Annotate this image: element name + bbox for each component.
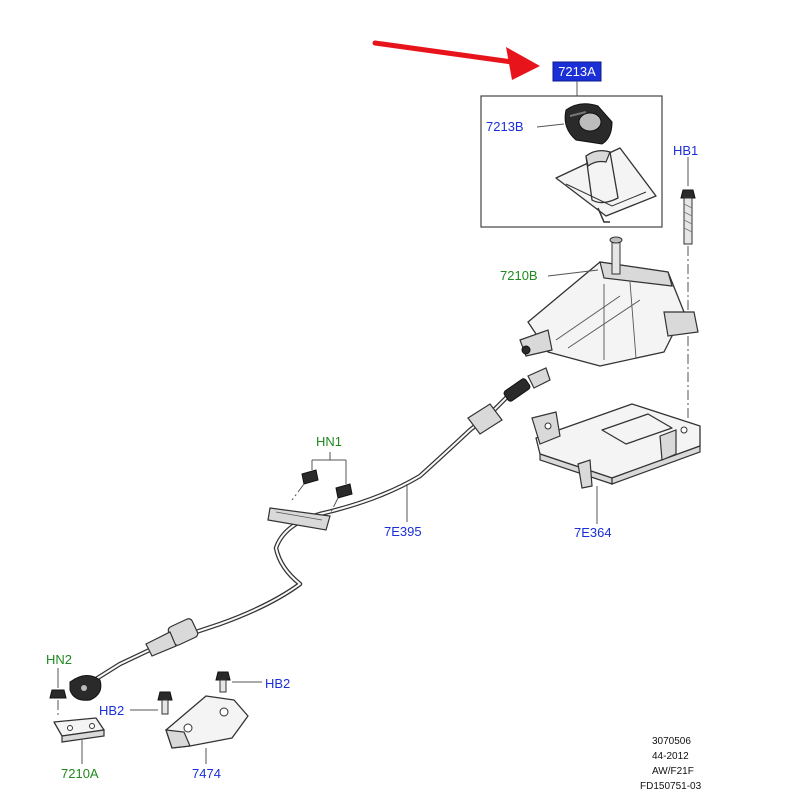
lever-bracket-7474-part <box>165 695 249 749</box>
bolt-HB2-right-part <box>215 671 231 693</box>
callout-7213A[interactable]: 7213A <box>552 61 602 82</box>
cable-bracket-7210A-part <box>53 717 105 743</box>
callout-7213A-label: 7213A <box>558 64 596 79</box>
callout-HB1[interactable]: HB1 <box>673 143 698 158</box>
callout-HB2-right[interactable]: HB2 <box>265 676 290 691</box>
callout-7E364[interactable]: 7E364 <box>574 525 612 540</box>
callout-7474[interactable]: 7474 <box>192 766 221 781</box>
leader-line <box>311 452 347 484</box>
drawing-ref-line-2: 44-2012 <box>652 751 689 762</box>
callout-7210A[interactable]: 7210A <box>61 766 99 781</box>
leader-line <box>547 269 599 277</box>
kit-frame <box>480 95 663 228</box>
callout-HN2[interactable]: HN2 <box>46 652 72 667</box>
callout-HB2-left[interactable]: HB2 <box>99 703 124 718</box>
drawing-ref-line-1: 3070506 <box>652 736 691 747</box>
mounting-bracket-part <box>531 403 701 489</box>
bolt-HB1-part <box>680 189 696 245</box>
callout-7210B[interactable]: 7210B <box>500 268 538 283</box>
shift-cable-part <box>69 367 551 701</box>
shift-boot-part <box>555 147 657 223</box>
centerline <box>291 483 339 515</box>
callout-HN1[interactable]: HN1 <box>316 434 342 449</box>
red-arrow-icon <box>372 40 540 80</box>
callout-7213B[interactable]: 7213B <box>486 119 524 134</box>
shifter-assembly-part <box>519 236 699 367</box>
callout-7E395[interactable]: 7E395 <box>384 524 422 539</box>
bolt-HB2-left-part <box>157 691 173 715</box>
leader-line <box>536 123 565 128</box>
drawing-reference-block: 3070506 44-2012 AW/F21F FD150751-03 <box>640 736 702 792</box>
gear-knob-part <box>564 103 613 145</box>
nut-HN2-part <box>49 689 67 699</box>
drawing-ref-line-4: FD150751-03 <box>640 781 702 792</box>
drawing-ref-line-3: AW/F21F <box>652 766 694 777</box>
clip-nut-HN1-part <box>301 469 353 499</box>
